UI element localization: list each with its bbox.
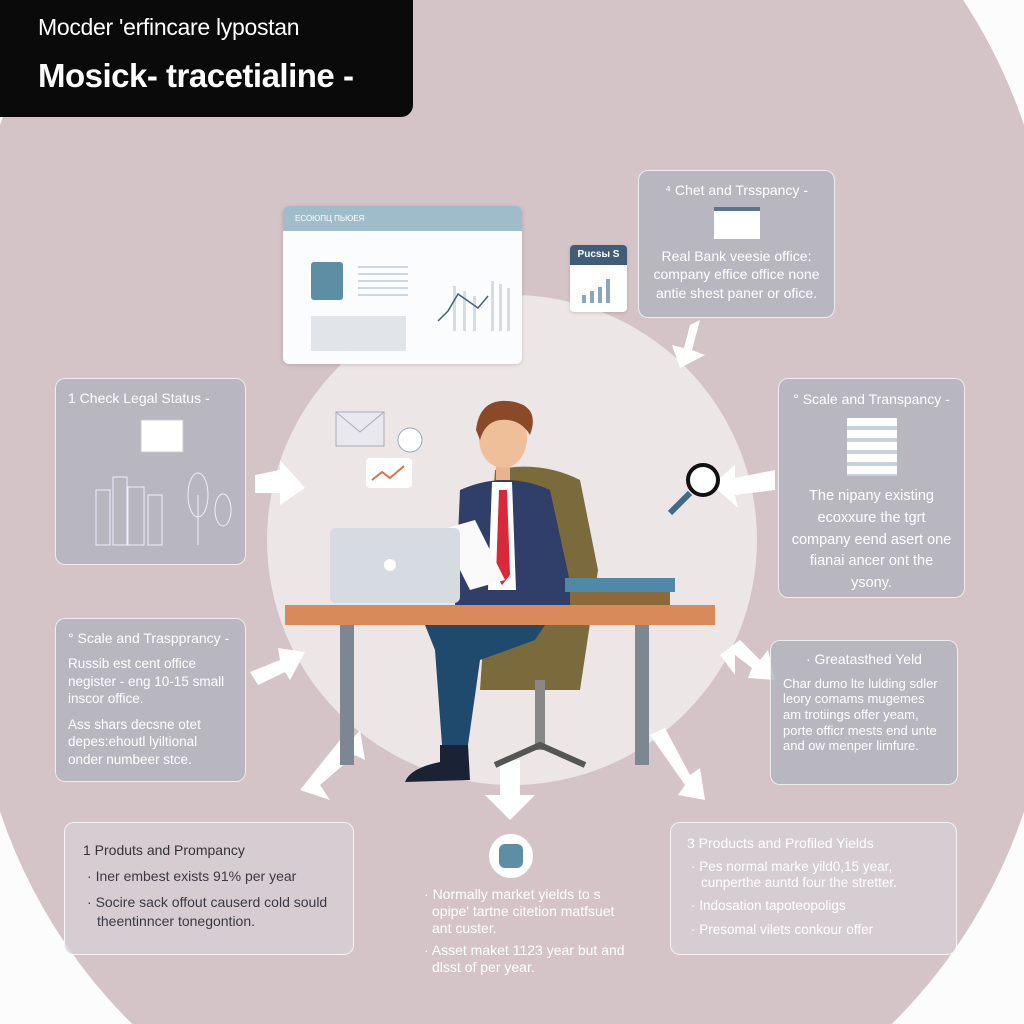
bar-chart-icon: [582, 279, 610, 303]
card-chet-transparency: ⁴ Chet and Trsspancy - Real Bank veesie …: [638, 170, 835, 318]
card-text: Char dumo lte lulding sdler leory comams…: [783, 675, 938, 754]
calendar-icon: [846, 418, 897, 476]
dashboard-mockup: ЕСОЮПЦ ПЬЮЕЯ: [283, 206, 522, 364]
desk: [285, 605, 715, 625]
arrow-icon: [712, 465, 775, 508]
arrow-icon: [255, 460, 305, 505]
header: Mocder 'erfincare lypostan Mosick- trace…: [0, 0, 413, 117]
card-scale-transparency-left: ° Scale and Traspprancy - Russib est cen…: [55, 618, 246, 782]
report-widget: Рuсsы S: [570, 245, 627, 312]
header-subtitle: Mocder 'erfincare lypostan: [38, 14, 300, 40]
tie: [496, 490, 510, 585]
line-chart-icon: [437, 281, 510, 331]
card-heading: 3 Products and Profiled Yields: [687, 835, 874, 851]
card-preview: [311, 316, 406, 351]
dashboard-title: ЕСОЮПЦ ПЬЮЕЯ: [283, 206, 522, 231]
card-heading: 1 Produts and Prompancy: [83, 842, 245, 858]
card-products-right: 3 Products and Profiled Yields Pes norma…: [670, 822, 957, 955]
card-bullet: Iner embest exists 91% per year: [83, 867, 335, 885]
card-products-left: 1 Produts and Prompancy Iner embest exis…: [64, 822, 354, 955]
shoe: [405, 745, 470, 782]
businessman-illustration: [285, 400, 720, 782]
card-heading: ⁴ Chet and Trsspancy -: [665, 182, 808, 198]
card-heading: ° Scale and Traspprancy -: [68, 630, 230, 646]
card-bullet: Socire sack offout causerd cold sould th…: [83, 893, 335, 929]
widget-label: Рuсsы S: [570, 245, 627, 265]
chart-bubble-icon: [366, 458, 412, 488]
center-bullet: Normally market yields to s opipe' tartn…: [422, 886, 632, 936]
header-title: Mosick- tracetialine -: [38, 57, 354, 94]
envelope-icon: [335, 411, 385, 447]
document-icon: [713, 207, 760, 240]
arrow-icon: [485, 760, 535, 820]
arrows: [250, 320, 775, 820]
person-avatar-icon: [489, 834, 533, 878]
card-heading: 1 Check Legal Status -: [68, 390, 210, 406]
card-text: The nipany existing ecoxxure the tgrt co…: [791, 488, 952, 591]
city-buildings-icon: [95, 419, 232, 546]
arrow-icon: [672, 320, 705, 368]
card-check-legal-status: 1 Check Legal Status -: [55, 378, 246, 565]
card-text: Ass shars decsne otet depes:ehoutl lyilt…: [68, 716, 201, 767]
text-lines: [358, 266, 408, 296]
magnifier-icon: [667, 463, 720, 516]
trousers: [425, 625, 545, 745]
center-bullet: Asset maket 1123 year but and dlsst of p…: [422, 942, 632, 976]
card-text: Real Bank veesie office: company effice …: [653, 248, 820, 301]
books: [565, 578, 675, 592]
arrow-icon: [650, 728, 705, 800]
hair: [476, 400, 533, 440]
card-scale-transparency-right: ° Scale and Transpancy - The nipany exis…: [778, 378, 965, 598]
center-notes: Normally market yields to s opipe' tartn…: [422, 886, 632, 982]
card-text: Russib est cent office negister - eng 10…: [68, 656, 225, 707]
card-bullet: Pes normal marke yild0,15 year, cunperth…: [687, 859, 940, 890]
card-bullet: Indosation tapoteopoligs: [687, 898, 940, 914]
card-bullet: Presomal vilets conkour offer: [687, 922, 940, 938]
card-yield: · Greatasthed Yeld Char dumo lte lulding…: [770, 640, 958, 785]
arrow-icon: [250, 648, 305, 685]
arrow-icon: [720, 640, 775, 680]
card-heading: ° Scale and Transpancy -: [793, 391, 950, 407]
card-heading: · Greatasthed Yeld: [806, 651, 922, 667]
calculator-icon: [311, 262, 343, 300]
